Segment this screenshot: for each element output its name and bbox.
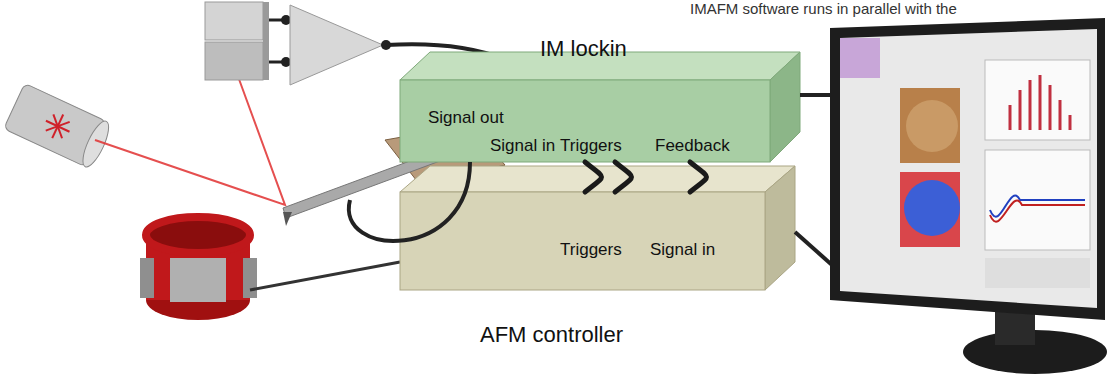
laser-beam [95, 60, 285, 205]
port-label: Signal out [428, 108, 504, 128]
box-title: IM lockin [540, 36, 627, 61]
caption-note: IMAFM software runs in parallel with the [690, 0, 957, 17]
port-label: Triggers [560, 240, 622, 260]
laser [4, 83, 114, 170]
monitor [795, 18, 1107, 374]
amplifier [290, 5, 383, 85]
controller-box: TriggersSignal inAFM controller [400, 192, 765, 290]
piezo-cable [250, 262, 400, 290]
lockin-box: IM lockinSignal outSignal inTriggersFeed… [400, 80, 770, 162]
port-label: Signal in [490, 136, 555, 156]
lockin-housing [400, 52, 800, 162]
piezo-tube [140, 217, 257, 320]
cable [615, 162, 632, 192]
cable [585, 162, 602, 192]
port-label: Feedback [655, 136, 730, 156]
signal-out-cable [349, 162, 470, 241]
tip [283, 212, 292, 226]
port-label: Signal in [650, 240, 715, 260]
cable [690, 162, 707, 192]
box-title: AFM controller [480, 322, 623, 347]
photodiode [205, 2, 291, 80]
port-label: Triggers [560, 136, 622, 156]
